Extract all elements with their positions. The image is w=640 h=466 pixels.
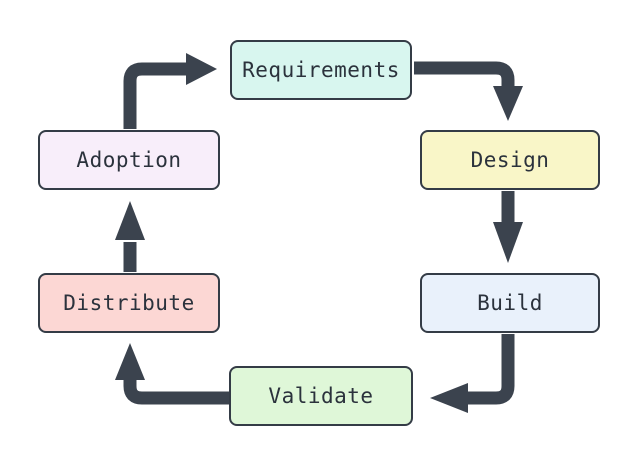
node-validate-label: Validate	[268, 384, 374, 408]
node-distribute-label: Distribute	[63, 291, 195, 315]
node-distribute: Distribute	[38, 273, 220, 333]
node-design: Design	[420, 130, 600, 190]
node-build-label: Build	[477, 291, 543, 315]
node-adoption-label: Adoption	[76, 148, 182, 172]
node-build: Build	[420, 273, 600, 333]
node-adoption: Adoption	[38, 130, 220, 190]
node-requirements-label: Requirements	[242, 58, 400, 82]
node-validate: Validate	[229, 366, 413, 426]
arrow-validate-to-distribute	[115, 343, 230, 405]
arrow-design-to-build	[493, 191, 523, 263]
arrow-distribute-to-adoption	[115, 201, 145, 272]
arrow-requirements-to-design	[414, 61, 523, 121]
arrow-adoption-to-requirements	[123, 53, 217, 129]
node-design-label: Design	[470, 148, 550, 172]
node-requirements: Requirements	[230, 40, 412, 100]
arrow-build-to-validate	[430, 334, 515, 413]
